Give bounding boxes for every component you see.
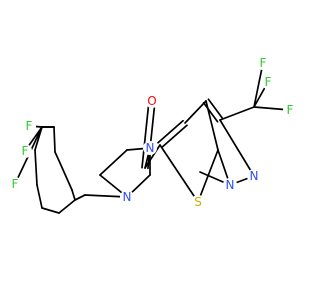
atom-label: S [194, 195, 202, 209]
atom-label: O [147, 94, 156, 108]
atom-label: F [265, 75, 272, 89]
atom-f-left-1: F [22, 119, 36, 133]
bond-layer [14, 62, 291, 214]
bond-thiophene-5 [159, 144, 199, 203]
atom-label-background [256, 56, 270, 70]
bond-thiophene-1-second [157, 119, 184, 144]
atom-label: N [146, 141, 155, 155]
atom-o-carbonyl: O [145, 94, 159, 108]
bond-benzene-3 [54, 151, 61, 164]
atom-label: F [26, 119, 33, 133]
bond-benzene-10 [58, 199, 76, 214]
atom-label-background [283, 103, 297, 117]
bond-thiophene-2 [184, 100, 207, 124]
bond-cf-1 [253, 62, 264, 108]
bond-pyrazole-cf3 [219, 106, 255, 121]
atom-label-background [191, 195, 205, 209]
bond-c-o-second [141, 99, 150, 169]
bond-pyrazole-1-second [207, 98, 224, 120]
atom-label: F [287, 103, 294, 117]
bond-benzene-8 [36, 184, 43, 209]
atom-label: F [22, 144, 29, 158]
bond-thiophene-1 [161, 124, 188, 149]
bond-c-o [147, 100, 156, 170]
bond-benzene-4 [53, 126, 56, 153]
atom-label-background [261, 75, 275, 89]
bond-benzene-11 [74, 194, 86, 201]
bond-benzene-9 [41, 207, 60, 214]
bond-carbonyl-thiophene [144, 144, 161, 169]
atom-label-background [8, 177, 22, 191]
atom-label-background [120, 190, 134, 204]
atom-s-thiophene: S [191, 195, 205, 209]
atom-label-background [247, 169, 261, 183]
atom-label-background [18, 144, 32, 158]
atom-label-background [145, 94, 159, 108]
atom-f-left-3: F [8, 177, 22, 191]
bond-benzene-2 [59, 162, 73, 191]
atom-n-pyrazole-1: N [223, 178, 237, 192]
bond-pyrazole-1 [202, 101, 219, 123]
atom-n-pip-bottom: N [120, 190, 134, 204]
atom-label-background [143, 141, 157, 155]
atom-label-background [22, 119, 36, 133]
bond-benzene-7 [34, 149, 38, 186]
bond-ch2-n [84, 194, 128, 198]
bond-pyrazole-2 [219, 119, 255, 177]
atom-label: F [260, 56, 267, 70]
atom-label-background [223, 178, 237, 192]
atom-n-pyrazole-2: N [247, 169, 261, 183]
bond-pip-4 [99, 149, 128, 176]
atom-label: N [226, 178, 235, 192]
atom-f-top-2: F [261, 75, 275, 89]
bond-benzene-1 [71, 189, 76, 201]
atom-f-top-1: F [256, 56, 270, 70]
atom-f-left-2: F [18, 144, 32, 158]
atom-label: F [12, 177, 19, 191]
atom-label: N [250, 169, 259, 183]
atom-label: N [123, 190, 132, 204]
atom-n-pip-top: N [143, 141, 157, 155]
atom-f-top-3: F [283, 103, 297, 117]
